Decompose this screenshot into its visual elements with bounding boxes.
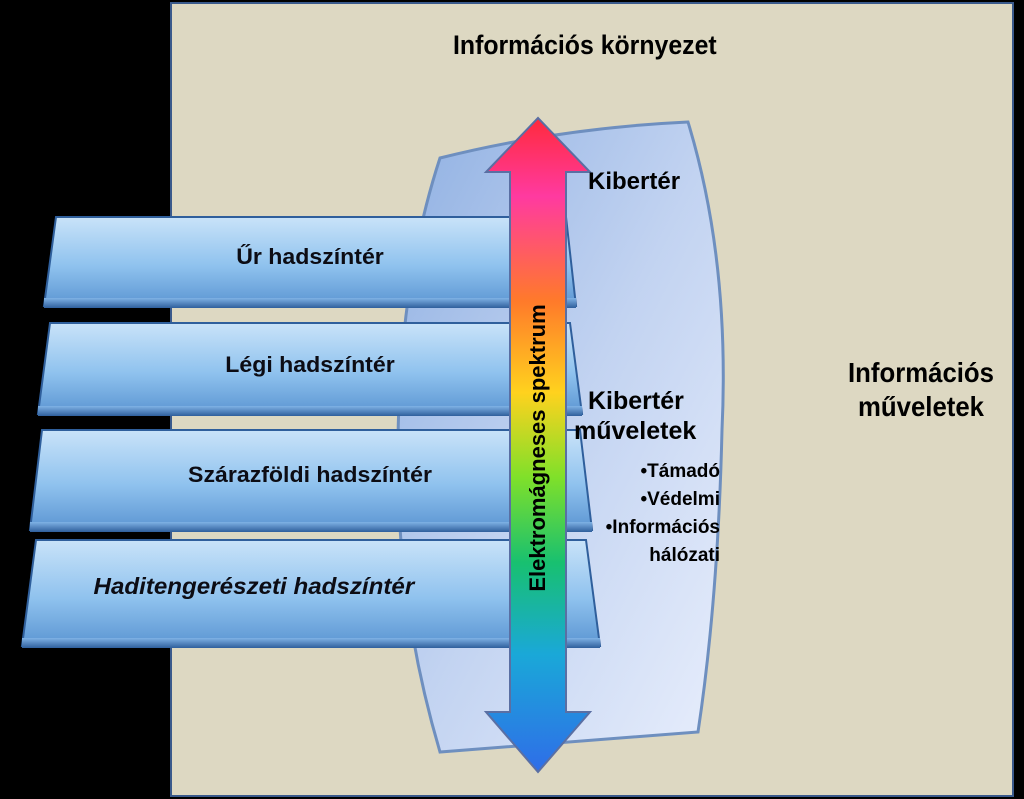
information-operations-label: Információs műveletek <box>845 356 998 424</box>
cyber-operations-list: •Támadó •Védelmi •Információs hálózati <box>590 458 720 570</box>
cyber-operations-label: Kibertér műveletek <box>574 386 696 446</box>
environment-title: Információs környezet <box>453 30 717 60</box>
domain-label-space: Űr hadszíntér <box>236 244 384 269</box>
cyber-operations-line2: műveletek <box>574 417 697 445</box>
domain-label-naval: Haditengerészeti hadszíntér <box>93 573 415 599</box>
spectrum-label: Elektromágneses spektrum <box>525 304 550 592</box>
domain-band-space <box>42 216 578 308</box>
domain-label-air: Légi hadszíntér <box>225 352 395 377</box>
domain-label-land: Szárazföldi hadszíntér <box>188 462 432 487</box>
domain-band-air <box>36 322 584 416</box>
domain-band-land <box>28 429 594 532</box>
cyber-op-info: •Információs <box>605 517 720 538</box>
cyberspace-label: Kibertér <box>588 168 681 195</box>
domain-band-naval <box>20 539 602 648</box>
cyber-op-attack: •Támadó <box>640 461 721 482</box>
cyber-operations-line1: Kibertér <box>588 387 684 415</box>
spectrum-arrow <box>483 116 593 774</box>
cyber-op-network: hálózati <box>649 545 720 566</box>
info-ops-line1: Információs <box>847 357 994 388</box>
info-ops-line2: műveletek <box>857 391 985 422</box>
cyber-op-defense: •Védelmi <box>640 489 720 510</box>
